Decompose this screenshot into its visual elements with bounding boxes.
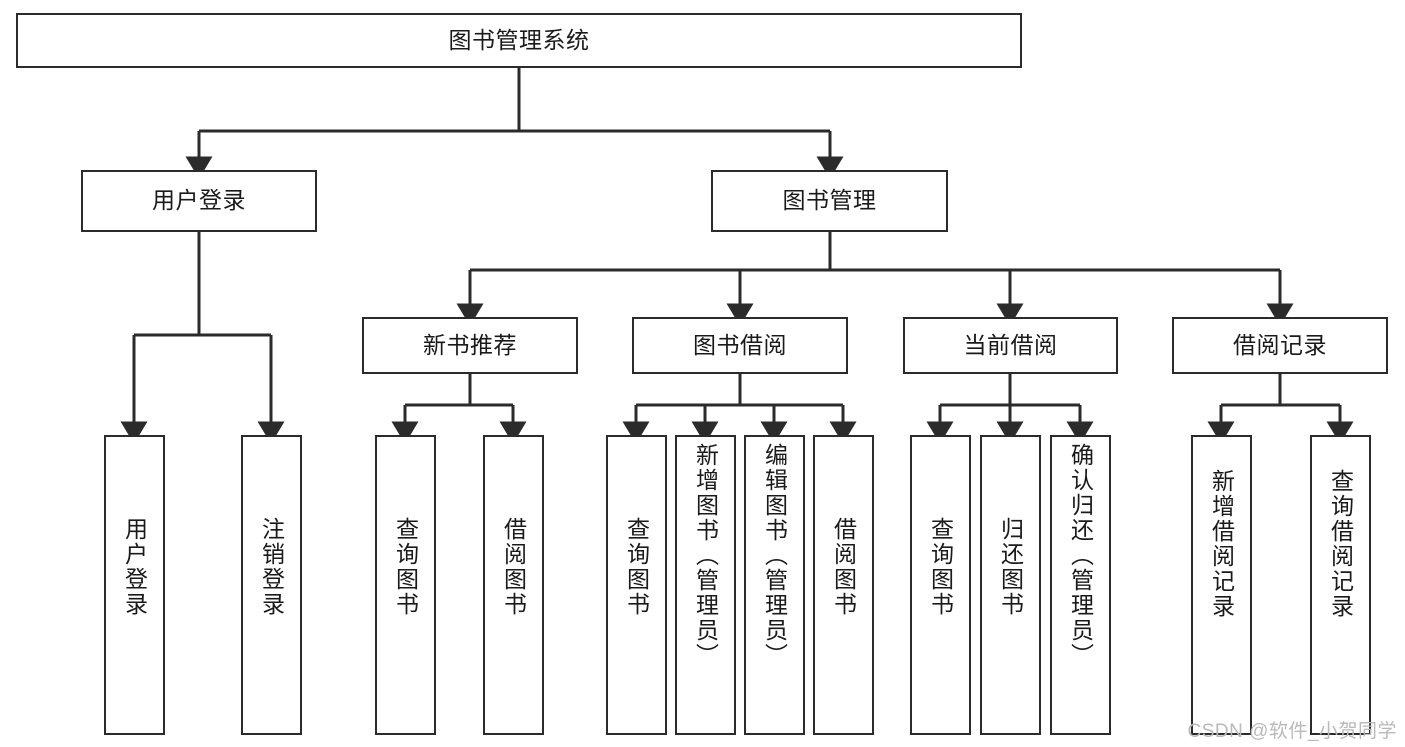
- node-label: 新书推荐: [423, 331, 517, 358]
- leaf-label: 查询图书: [623, 517, 650, 617]
- node-root-book-management-system[interactable]: 图书管理系统: [16, 13, 1022, 68]
- node-label: 图书借阅: [693, 331, 787, 358]
- leaf-label: 借阅图书: [830, 517, 857, 617]
- leaf-label: 编辑图书（管理员）: [761, 443, 788, 668]
- leaf-label: 归还图书: [997, 517, 1024, 617]
- leaf-borrow-borrow-book[interactable]: 借阅图书: [813, 435, 874, 735]
- leaf-label: 借阅图书: [500, 517, 527, 617]
- leaf-current-confirm-return-admin[interactable]: 确认归还（管理员）: [1050, 435, 1111, 735]
- leaf-label: 用户登录: [121, 517, 148, 617]
- leaf-label: 新增借阅记录: [1208, 469, 1235, 619]
- node-new-book-recommend[interactable]: 新书推荐: [362, 317, 578, 374]
- leaf-label: 新增图书（管理员）: [692, 443, 719, 668]
- leaf-new-book-query-book[interactable]: 查询图书: [375, 435, 436, 735]
- node-label: 借阅记录: [1233, 331, 1327, 358]
- node-label: 图书管理: [782, 187, 877, 214]
- csdn-watermark: CSDN @软件_小贺同学: [1187, 721, 1397, 742]
- node-label: 图书管理系统: [448, 26, 590, 53]
- leaf-current-query-book[interactable]: 查询图书: [910, 435, 971, 735]
- node-current-borrow[interactable]: 当前借阅: [903, 317, 1118, 374]
- leaf-record-query-record[interactable]: 查询借阅记录: [1310, 435, 1371, 735]
- leaf-label: 确认归还（管理员）: [1067, 443, 1094, 668]
- leaf-new-book-borrow-book[interactable]: 借阅图书: [483, 435, 544, 735]
- leaf-borrow-edit-book-admin[interactable]: 编辑图书（管理员）: [744, 435, 805, 735]
- leaf-label: 查询图书: [927, 517, 954, 617]
- leaf-borrow-add-book-admin[interactable]: 新增图书（管理员）: [675, 435, 736, 735]
- leaf-record-add-record[interactable]: 新增借阅记录: [1191, 435, 1252, 735]
- leaf-label: 查询借阅记录: [1327, 469, 1354, 619]
- node-borrow-record[interactable]: 借阅记录: [1172, 317, 1388, 374]
- node-book-borrow[interactable]: 图书借阅: [632, 317, 848, 374]
- leaf-current-return-book[interactable]: 归还图书: [980, 435, 1041, 735]
- node-book-management[interactable]: 图书管理: [711, 170, 948, 232]
- leaf-user-login-login[interactable]: 用户登录: [104, 435, 165, 735]
- node-user-login[interactable]: 用户登录: [81, 170, 317, 232]
- leaf-label: 查询图书: [392, 517, 419, 617]
- leaf-user-login-logout[interactable]: 注销登录: [241, 435, 302, 735]
- leaf-label: 注销登录: [258, 517, 285, 617]
- node-label: 当前借阅: [963, 331, 1058, 358]
- node-label: 用户登录: [152, 187, 246, 214]
- leaf-borrow-query-book[interactable]: 查询图书: [606, 435, 667, 735]
